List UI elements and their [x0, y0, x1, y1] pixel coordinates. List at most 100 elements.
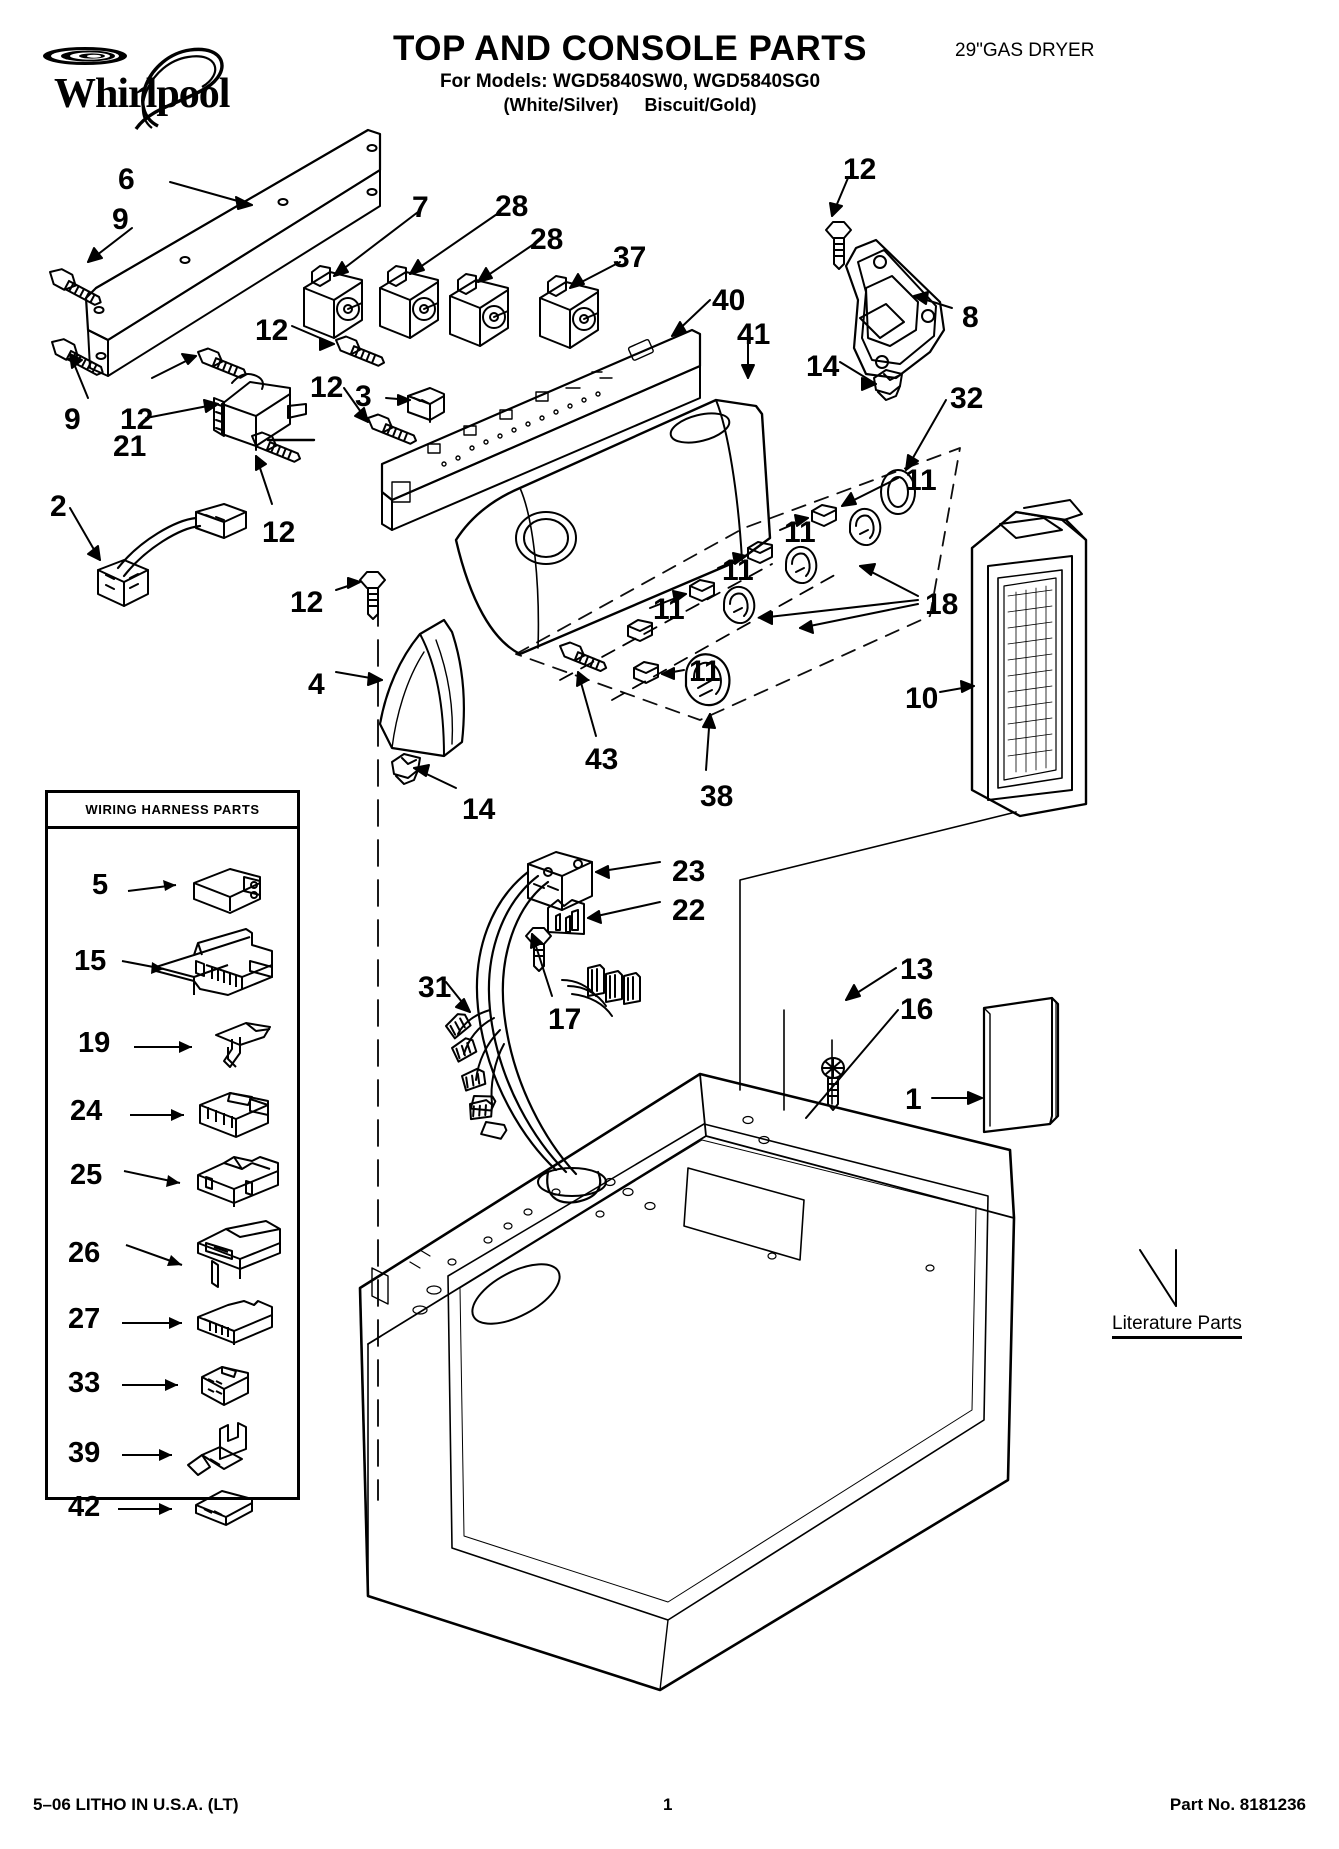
wiring-harness-title: WIRING HARNESS PARTS [85, 802, 260, 817]
page-header: Whirlpool TOP AND CONSOLE PARTS For Mode… [0, 0, 1339, 135]
callout-12-f: 12 [843, 153, 877, 186]
page-number: 1 [663, 1795, 673, 1814]
female-terminal-icon [187, 1422, 247, 1476]
harness-row-5: 5 [48, 857, 303, 923]
part-2-wire-harness-jumper [97, 503, 247, 607]
harness-num-33: 33 [68, 1367, 101, 1399]
wiring-harness-header: WIRING HARNESS PARTS [48, 793, 297, 829]
callout-10: 10 [905, 682, 939, 715]
part-31-harness-terminals [445, 1009, 505, 1121]
part-28-rotary-switch-b [449, 273, 509, 347]
harness-num-15: 15 [74, 945, 107, 977]
harness-num-19: 19 [78, 1027, 111, 1059]
four-cavity-connector-icon [199, 1092, 269, 1138]
literature-parts-label: Literature Parts [1112, 1313, 1242, 1339]
callout-8: 8 [962, 301, 979, 334]
callout-12-c: 12 [310, 371, 344, 404]
part-7-rotary-switch [303, 265, 363, 339]
harness-num-5: 5 [92, 869, 109, 901]
harness-num-27: 27 [68, 1303, 101, 1335]
callout-17: 17 [548, 1003, 582, 1036]
wiring-harness-parts-panel: WIRING HARNESS PARTS 5 15 [45, 790, 303, 1526]
harness-num-42: 42 [68, 1491, 101, 1523]
two-pin-connector-icon [193, 868, 261, 914]
arrow-icon [123, 1170, 181, 1187]
page-footer: 5–06 LITHO IN U.S.A. (LT) 1 Part No. 818… [0, 1795, 1339, 1835]
part-8-console-hinge-bracket [844, 238, 946, 380]
part-41-console-rear-cover [454, 398, 772, 656]
three-cavity-connector-icon [197, 1156, 279, 1207]
callout-12-a: 12 [120, 403, 154, 436]
part-37-temperature-switch [539, 275, 599, 349]
page-title: TOP AND CONSOLE PARTS [393, 29, 867, 68]
model-line: For Models: WGD5840SW0, WGD5840SG0 [439, 71, 821, 92]
part-23-door-switch-assembly [527, 851, 593, 911]
five-cavity-connector-icon [197, 1300, 273, 1345]
part-number: Part No. 8181236 [1169, 1795, 1306, 1814]
color-variant-1: (White/Silver) [503, 95, 619, 115]
color-variant-2: Biscuit/Gold) [644, 95, 757, 115]
callout-11-b: 11 [784, 516, 816, 549]
callout-9-upper: 9 [112, 203, 129, 236]
multi-pin-block-connector-icon [155, 928, 273, 996]
arrow-icon [125, 1244, 183, 1266]
arrow-icon [130, 1109, 184, 1121]
callout-38: 38 [700, 780, 734, 813]
harness-row-27: 27 [48, 1291, 303, 1357]
harness-num-26: 26 [68, 1237, 101, 1269]
callout-22: 22 [672, 894, 706, 927]
callout-7: 7 [412, 191, 429, 224]
callout-13: 13 [900, 953, 934, 986]
flat-block-connector-icon [195, 1490, 253, 1526]
harness-row-33: 33 [48, 1357, 303, 1415]
part-28-rotary-switch-a [379, 265, 439, 339]
callout-6: 6 [118, 163, 135, 196]
harness-row-42: 42 [48, 1481, 303, 1539]
part-9-hex-screws [49, 268, 104, 376]
callout-12-e: 12 [290, 586, 324, 619]
callout-43: 43 [585, 743, 619, 776]
callout-14-lower: 14 [462, 793, 496, 826]
harness-num-39: 39 [68, 1437, 101, 1469]
arrow-icon [122, 1379, 178, 1391]
callout-11-c: 11 [722, 554, 754, 587]
callout-11-e: 11 [689, 655, 721, 688]
brand-logo: Whirlpool [30, 30, 245, 131]
harness-row-26: 26 [48, 1213, 303, 1291]
part-22-switch-bracket [547, 899, 585, 935]
color-variants: (White/Silver) Biscuit/Gold) [330, 94, 930, 117]
part-14-wire-clip-lower [391, 753, 421, 785]
callout-14-upper: 14 [806, 350, 840, 383]
callout-4: 4 [308, 668, 325, 701]
arrow-icon [122, 1317, 182, 1329]
part-13-hex-head-screw [821, 1057, 845, 1111]
callout-11-a: 11 [905, 464, 937, 497]
callout-37: 37 [613, 241, 647, 274]
arrow-icon [134, 1041, 192, 1053]
callout-9-lower: 9 [64, 403, 81, 436]
small-square-connector-icon [201, 1366, 249, 1406]
arrow-icon [122, 1449, 172, 1461]
harness-row-24: 24 [48, 1081, 303, 1147]
appliance-type-label: 29"GAS DRYER [955, 40, 1095, 61]
callout-3: 3 [355, 380, 372, 413]
litho-info: 5–06 LITHO IN U.S.A. (LT) [33, 1795, 239, 1814]
callout-21: 21 [113, 430, 147, 463]
callout-11-d: 11 [653, 593, 685, 626]
callout-32: 32 [950, 382, 984, 415]
harness-num-24: 24 [70, 1095, 103, 1127]
callout-1: 1 [905, 1083, 922, 1116]
part-21-push-to-start-switch [213, 373, 316, 451]
part-43-screw [525, 641, 608, 972]
part-3-terminal-block [407, 387, 445, 423]
harness-row-39: 39 [48, 1422, 303, 1483]
part-40-console-panel-graphic [380, 328, 702, 531]
harness-row-15: 15 [48, 921, 303, 1013]
callout-28-a: 28 [495, 190, 529, 223]
part-10-lint-screen-frame [970, 499, 1088, 818]
callout-23: 23 [672, 855, 706, 888]
part-17-main-wire-harness [445, 870, 641, 1204]
callout-2: 2 [50, 490, 67, 523]
callout-40: 40 [712, 284, 746, 317]
arrow-icon [127, 880, 177, 892]
